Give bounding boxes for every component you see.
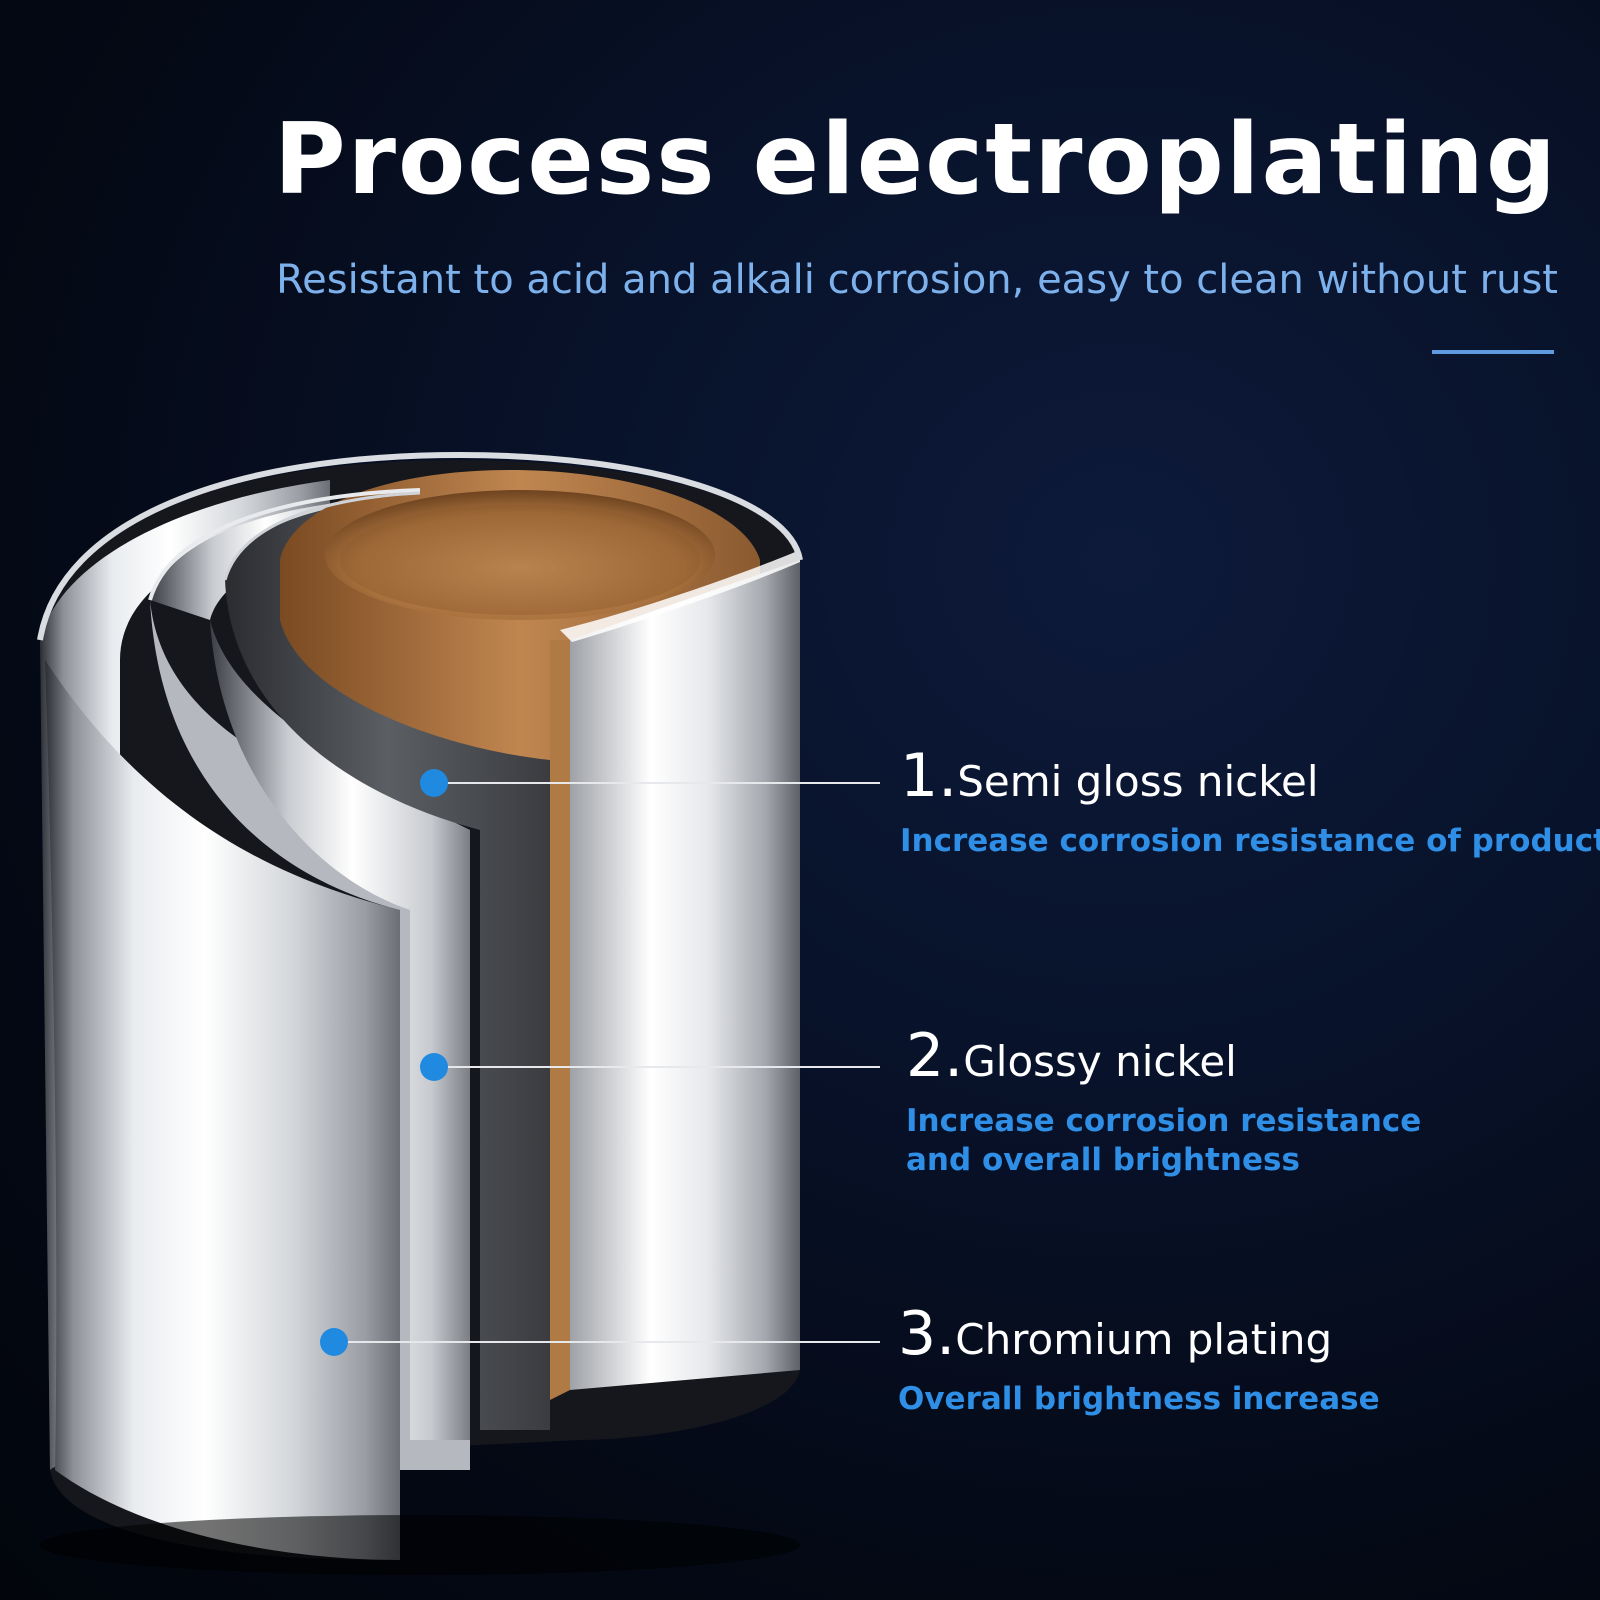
layer-3-marker — [320, 1328, 348, 1356]
layer-3-number: 3. — [898, 1299, 956, 1369]
page-title: Process electroplating — [273, 103, 1558, 217]
layer-3-description: Overall brightness increase — [898, 1381, 1380, 1417]
layer-3-heading: 3.Chromium plating — [898, 1298, 1380, 1370]
layer-2-name: Glossy nickel — [963, 1037, 1237, 1086]
layer-3-callout: 3.Chromium plating Overall brightness in… — [898, 1298, 1380, 1419]
layer-2-callout: 2.Glossy nickel Increase corrosion resis… — [906, 1020, 1466, 1180]
layer-1-number: 1. — [900, 741, 958, 811]
layer-1-callout: 1.Semi gloss nickel Increase corrosion r… — [900, 740, 1600, 861]
layer-2-heading: 2.Glossy nickel — [906, 1020, 1466, 1092]
layer-1-description: Increase corrosion resistance of product… — [900, 823, 1600, 859]
layer-3-name: Chromium plating — [955, 1315, 1333, 1364]
layer-1-marker — [420, 769, 448, 797]
layer-2-marker — [420, 1053, 448, 1081]
layer-2-number: 2. — [906, 1021, 964, 1091]
accent-divider — [1432, 350, 1554, 354]
page-subtitle: Resistant to acid and alkali corrosion, … — [276, 257, 1558, 303]
layer-1-name: Semi gloss nickel — [957, 757, 1319, 806]
layer-2-description: Increase corrosion resistance and overal… — [906, 1103, 1422, 1178]
layer-1-heading: 1.Semi gloss nickel — [900, 740, 1600, 812]
